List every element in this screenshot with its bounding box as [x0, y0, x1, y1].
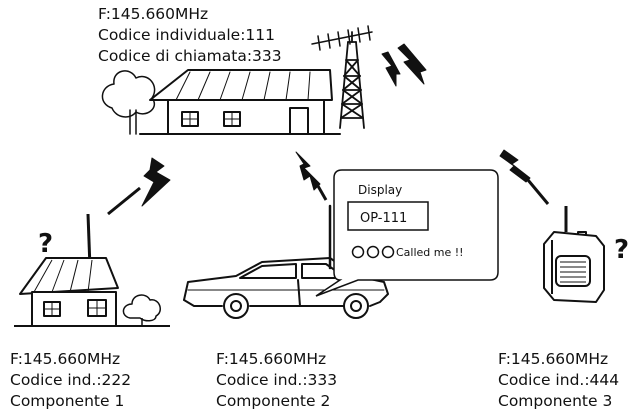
component-code: Codice ind.:222 [10, 371, 132, 389]
lightning-bolt-icon [381, 51, 401, 87]
antenna-tower-icon [339, 31, 365, 129]
display-code: OP-111 [360, 211, 407, 226]
yagi-antenna-icon [311, 25, 373, 51]
component-1-label: F:145.660MHz Codice ind.:222 Componente … [10, 349, 131, 412]
lightning-bolt-icon [397, 43, 427, 85]
main-house-icon [139, 69, 341, 135]
component-name: Componente 1 [10, 392, 125, 410]
station-label: F:145.660MHz Codice individuale:111 Codi… [98, 4, 282, 67]
handheld-radio-icon [543, 206, 605, 303]
station-frequency: F:145.660MHz [98, 5, 209, 23]
display-title: Display [358, 183, 402, 197]
question-mark-icon: ? [38, 229, 53, 259]
tree-icon [101, 70, 156, 135]
lightning-bolt-icon [295, 151, 321, 191]
display-message: Called me !! [396, 246, 464, 259]
component-code: Codice ind.:444 [498, 371, 620, 389]
lightning-bolt-icon [141, 157, 171, 207]
component-name: Componente 2 [216, 392, 331, 410]
question-mark-icon: ? [614, 235, 629, 265]
component-frequency: F:145.660MHz [216, 350, 327, 368]
component-frequency: F:145.660MHz [498, 350, 609, 368]
component-2-label: F:145.660MHz Codice ind.:333 Componente … [216, 349, 337, 412]
display-bubble [315, 169, 499, 297]
station-call-code: Codice di chiamata:333 [98, 47, 282, 65]
lightning-bolt-icon [499, 149, 531, 183]
station-individual-code: Codice individuale:111 [98, 26, 276, 44]
component-name: Componente 3 [498, 392, 613, 410]
component-3-label: F:145.660MHz Codice ind.:444 Componente … [498, 349, 619, 412]
small-house-icon [14, 213, 170, 327]
component-frequency: F:145.660MHz [10, 350, 121, 368]
component-code: Codice ind.:333 [216, 371, 338, 389]
